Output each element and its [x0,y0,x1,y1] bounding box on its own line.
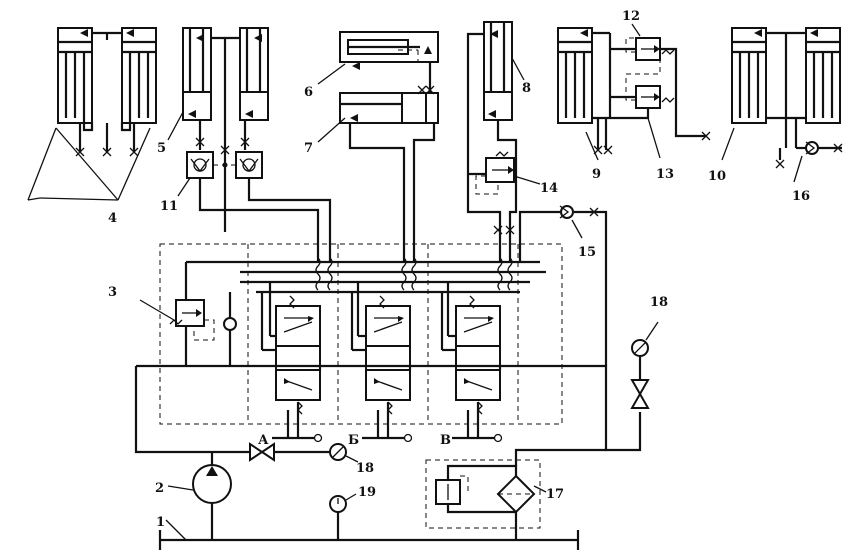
cylinder-pair-4 [57,27,157,157]
label-16: 16 [792,189,810,204]
filter-17 [425,448,606,540]
distributor-block [134,243,642,454]
valve-13 [610,47,711,141]
shutoff-valve [249,442,330,462]
line-7b [412,123,436,262]
tank-1 [158,530,580,550]
leader-4b [117,127,151,201]
label-3: 3 [108,285,117,300]
label-14: 14 [540,181,558,196]
pump-2 [192,452,232,540]
line-7a [348,123,406,262]
gauge-18-lower [329,443,359,463]
label-5: 5 [157,141,166,156]
spool-valve-A [260,282,321,438]
leader-4a [27,127,57,201]
return-line [596,210,608,366]
gauge-18-upper [630,321,659,409]
check-valve-16 [805,141,843,155]
check-valves-11 [186,151,332,262]
check-valve-11-left [186,151,214,179]
spool-valve-V [440,282,501,438]
gauge-19 [329,493,357,540]
label-1: 1 [156,515,165,530]
cylinder-9 [557,27,636,155]
label-19: 19 [358,485,376,500]
label-17: 17 [546,487,564,502]
spool-valve-B [350,282,411,438]
distributor-outline [159,243,563,425]
label-7: 7 [304,141,313,156]
label-15: 15 [578,245,596,260]
cylinder-6 [339,31,439,70]
label-6: 6 [304,85,313,100]
check-valve-main [223,317,237,331]
port-V-label: В [440,433,451,448]
cylinder-8 [483,21,513,121]
valve-14 [468,151,515,195]
cylinder-pair-5 [182,27,269,232]
port-A-label: А [258,433,269,448]
check-valve-15 [493,205,599,262]
label-18-upper: 18 [650,295,668,310]
label-13: 13 [656,167,674,182]
port-B-label: Б [348,433,359,448]
label-2: 2 [155,481,164,496]
label-10: 10 [708,169,726,184]
label-8: 8 [522,81,531,96]
label-9: 9 [592,167,601,182]
label-12: 12 [622,9,640,24]
cylinder-pair-10 [731,27,841,169]
cylinder-7 [339,62,439,124]
label-11: 11 [160,199,178,214]
label-4: 4 [108,211,117,226]
check-valve-11-right [235,151,263,179]
label-18-lower: 18 [356,461,374,476]
